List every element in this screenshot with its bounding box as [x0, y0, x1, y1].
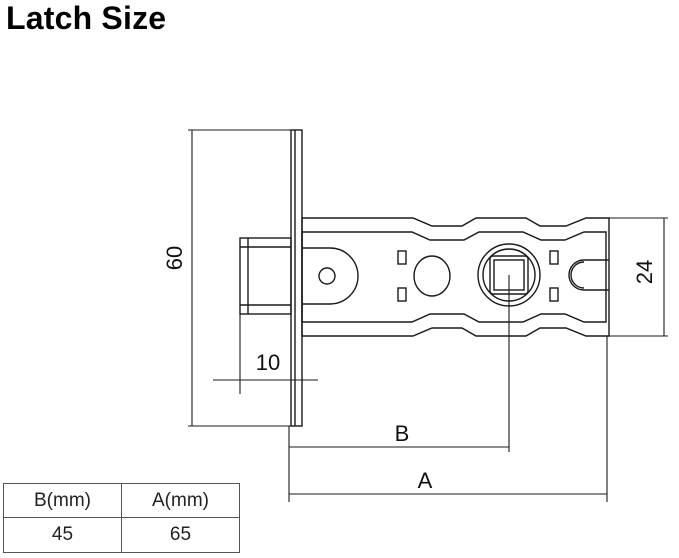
- b-dimension-label: B: [395, 421, 410, 446]
- height-dimension-label: 60: [162, 246, 187, 270]
- latch-bolt: [239, 237, 292, 315]
- page-title: Latch Size: [6, 0, 167, 36]
- width-dimension-label: 24: [632, 260, 657, 284]
- pivot-hole: [318, 267, 336, 285]
- table-cell-b: 45: [3, 517, 122, 553]
- table-header-a: A(mm): [121, 483, 240, 518]
- slot: [413, 255, 451, 297]
- size-table: B(mm) A(mm) 45 65: [3, 483, 240, 553]
- face-plate: [290, 129, 303, 427]
- table-row: 45 65: [3, 517, 240, 553]
- latch-case: [301, 217, 610, 337]
- table-header-row: B(mm) A(mm): [3, 483, 240, 518]
- face-dimension-label: 10: [256, 350, 280, 375]
- a-dimension-label: A: [418, 468, 433, 493]
- table-header-b: B(mm): [3, 483, 122, 518]
- table-cell-a: 65: [121, 517, 240, 553]
